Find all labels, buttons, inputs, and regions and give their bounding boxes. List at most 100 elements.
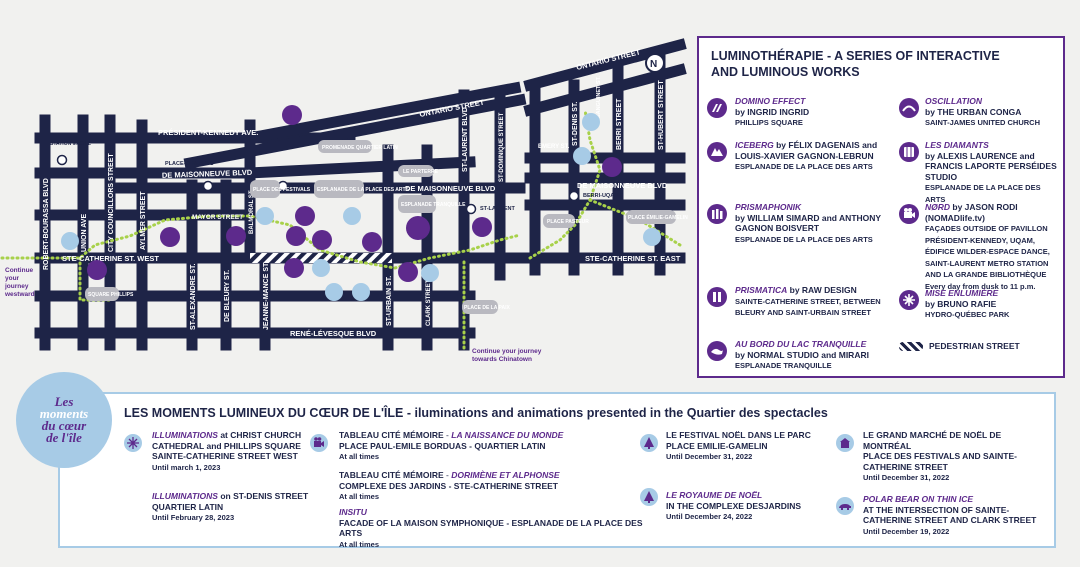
prismatica-icon (362, 232, 382, 252)
bottom-title: LES MOMENTS LUMINEUX DU CŒUR DE L'ÎLE - … (124, 406, 828, 420)
oscillation-icon (899, 98, 919, 118)
tree-icon (640, 488, 658, 506)
bear-icon (421, 264, 439, 282)
pedestrian-street (250, 253, 392, 263)
artwork-markers (87, 105, 622, 282)
label-city-councillors: CITY COUNCILLORS STREET (108, 153, 115, 252)
legend-item-nord: NØRD by JASON RODI (NOMADlife.tv)FAÇADES… (925, 202, 1050, 291)
place-de-la-paix: PLACE DE LA PAIX (464, 305, 511, 311)
metro-icon (202, 180, 214, 192)
place-festivals: PLACE DES FESTIVALS (253, 187, 311, 193)
iceberg-icon (286, 226, 306, 246)
event-markers (61, 113, 661, 301)
projector-icon (472, 217, 492, 237)
metro-icon (465, 203, 477, 215)
label-st-alexandre: ST-ALEXANDRE ST. (190, 263, 197, 330)
label-sanguinet: SANGUINET ST. (596, 76, 602, 118)
snowflake-icon (398, 262, 418, 282)
market-icon (312, 259, 330, 277)
place-pills: PROMENADE QUARTIER LATIN PLACE DES FESTI… (85, 140, 688, 314)
projector-icon (343, 207, 361, 225)
projector-icon (226, 226, 246, 246)
prismatica-icon (707, 287, 727, 307)
note-chinatown: Continue your journey towards Chinatown (472, 348, 543, 363)
projector-icon (325, 283, 343, 301)
moments-lumineux-panel: LES MOMENTS LUMINEUX DU CŒUR DE L'ÎLE - … (58, 392, 1056, 549)
label-mcgill-metro: STATION McGILL (50, 141, 91, 147)
street-network-east (523, 38, 687, 276)
label-aylmer: AYLMER STREET (140, 191, 147, 250)
market-icon (256, 207, 274, 225)
label-st-laurent: ST-LAURENT BLVD (462, 107, 469, 172)
label-place-des-arts-metro: PLACE-DES-ARTS (165, 161, 214, 167)
label-st-urbain: ST-URBAIN ST. (386, 276, 393, 326)
projector-icon (282, 105, 302, 125)
metro-icon (56, 154, 68, 166)
market-icon (836, 434, 854, 452)
domino-icon (87, 260, 107, 280)
label-st-hubert: ST-HUBERT STREET (658, 80, 665, 150)
metro-icons (56, 154, 580, 215)
metro-labels: BERRI-UQAM ST-LAURENT PLACE-DES-ARTS STA… (50, 141, 619, 212)
pedestrian-icon (899, 342, 923, 351)
journey-notes: Continue your journey westward Continue … (4, 267, 543, 363)
diamants-icon (899, 142, 919, 162)
iceberg-icon (707, 142, 727, 162)
badge-line3: du cœur (41, 418, 87, 433)
projector-icon (573, 147, 591, 165)
bottom-item-cite-memoire-naissance: TABLEAU CITÉ MÉMOIRE - LA NAISSANCE DU M… (339, 430, 564, 461)
badge-line1: Les (54, 394, 74, 409)
projector-icon (899, 204, 919, 224)
legend-item-pedestrian: PEDESTRIAN STREET (929, 341, 1020, 351)
place-esplanade-pda: ESPLANADE DE LA PLACE DES ARTS (317, 187, 410, 193)
label-de-bleury: DE BLEURY ST. (224, 270, 231, 322)
sparkle-icon (124, 434, 142, 452)
label-union: UNION AVE (81, 214, 88, 252)
bottom-item-illuminations-st-denis: ILLUMINATIONS on ST-DENIS STREET QUARTIE… (152, 491, 309, 522)
label-robert-bourassa: ROBERT-BOURASSA BLVD (43, 178, 50, 270)
bear-icon (836, 497, 854, 515)
label-de-maisonneuve-east: DE MAISONNEUVE BLVD (577, 181, 668, 190)
place-phillips: SQUARE PHILLIPS (88, 292, 134, 298)
sparkle-icon (582, 113, 600, 131)
label-st-laurent-metro: ST-LAURENT (480, 206, 515, 212)
label-st-denis: ST-DENIS ST. (572, 102, 579, 146)
snowflake-icon (899, 290, 919, 310)
metro-icon (568, 190, 580, 202)
diamants-icon (312, 230, 332, 250)
sparkle-icon (61, 232, 79, 250)
luminotherapie-legend: LUMINOTHÉRAPIE - A SERIES OF INTERACTIVE… (697, 36, 1065, 378)
place-promenade: PROMENADE QUARTIER LATIN (322, 145, 398, 151)
compass-icon: N (645, 53, 665, 73)
legend-title: LUMINOTHÉRAPIE - A SERIES OF INTERACTIVE… (711, 49, 1000, 79)
domino-icon (707, 98, 727, 118)
label-mayor: MAYOR STREET (192, 214, 243, 221)
prismaphonik-icon (295, 206, 315, 226)
place-esplanade-tranquille: ESPLANADE TRANQUILLE (401, 202, 466, 208)
tree-icon (640, 434, 658, 452)
label-st-dominique: ST-DOMINIQUE STREET (499, 112, 505, 182)
label-balmoral: BALMORAL ST. (249, 189, 255, 234)
tree-icon (352, 283, 370, 301)
label-berri-uqam: BERRI-UQAM (583, 193, 619, 199)
prismaphonik-icon (707, 204, 727, 224)
bottom-item-illuminations-christ-church: ILLUMINATIONS at CHRIST CHURCH CATHEDRAL… (152, 430, 302, 472)
prismatica-icon (284, 258, 304, 278)
label-president-kennedy: PRÉSIDENT-KENNEDY AVE. (158, 128, 258, 137)
badge-line2: moments (39, 406, 89, 421)
lake-icon (406, 216, 430, 240)
label-emery: EMERY ST. (538, 144, 570, 150)
label-de-maisonneuve-west: DE MAISONNEUVE BLVD (162, 168, 253, 180)
